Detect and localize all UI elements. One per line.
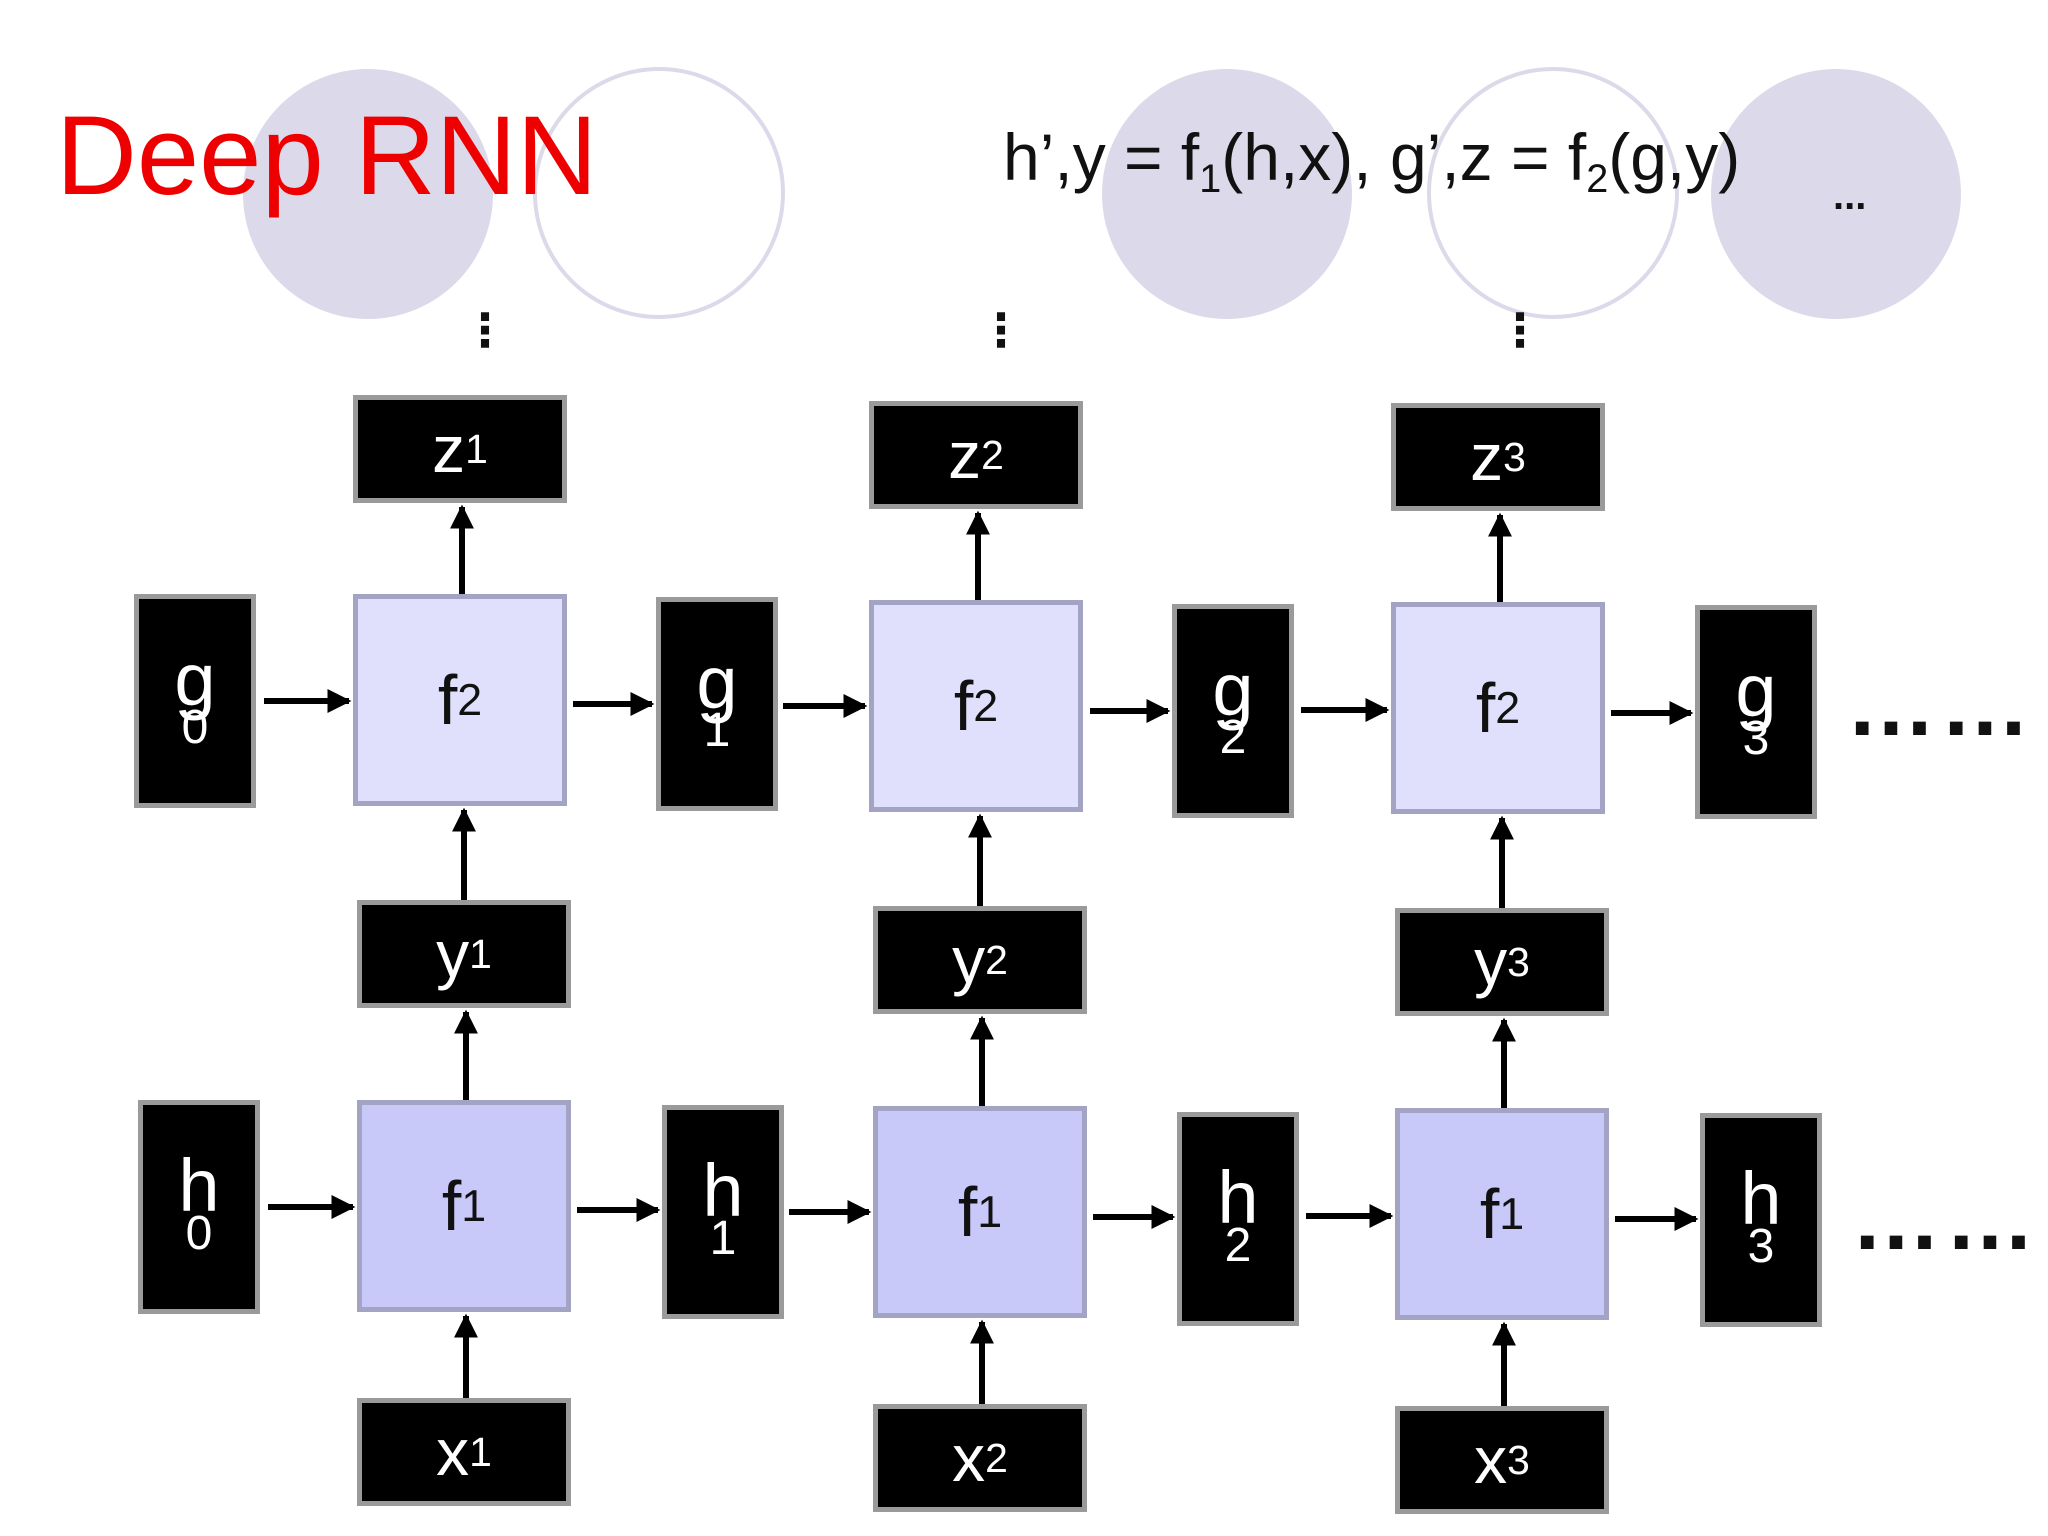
decor-circle-5 (1711, 69, 1961, 319)
formula-ellipsis: ... (1833, 174, 1867, 218)
decor-circle-3 (1102, 69, 1352, 319)
upper-row-ellipsis: …… (1846, 655, 2034, 755)
vertical-dots-3: ⋮ (1497, 304, 1543, 356)
decor-circle-4 (1427, 67, 1679, 319)
decor-circle-2 (533, 67, 785, 319)
decor-circle-1 (243, 69, 493, 319)
slide-title: Deep RNN (56, 93, 598, 218)
lower-row-ellipsis: …… (1851, 1169, 2039, 1269)
formula: h’,y = f1(h,x), g’,z = f2(g,y) (1003, 120, 1741, 201)
vertical-dots-1: ⋮ (462, 304, 508, 356)
vertical-dots-2: ⋮ (978, 304, 1024, 356)
